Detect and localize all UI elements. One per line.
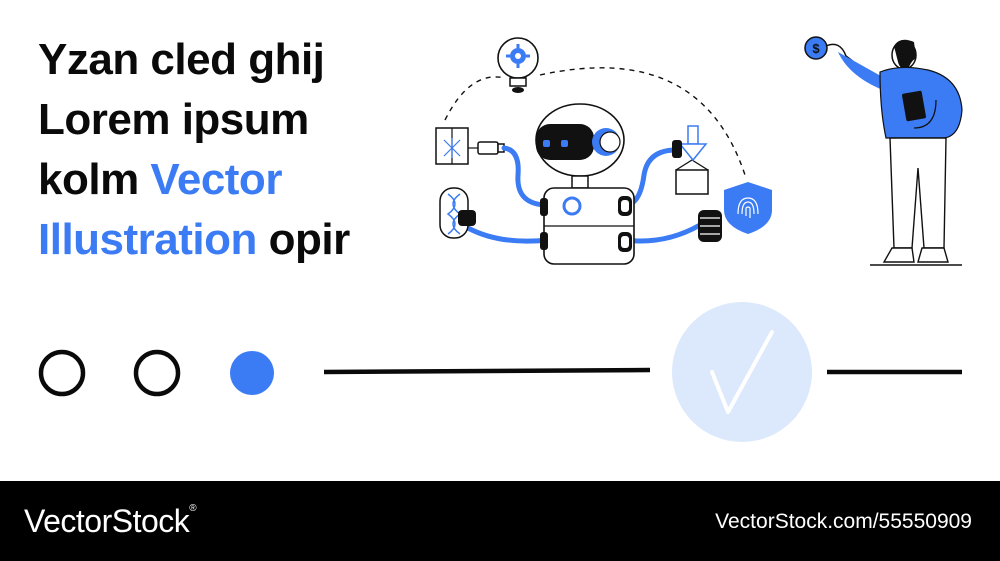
lightbulb-gear-icon (497, 37, 539, 93)
robot-arm-lower-left (465, 225, 551, 244)
coin-symbol: $ (812, 41, 820, 56)
headline-line-3-plain: kolm (38, 155, 151, 204)
headline-line-4: Illustration opir (38, 210, 418, 270)
step-dot-3-active (230, 351, 274, 395)
headline-line-4-plain: opir (256, 215, 351, 264)
robot-arm-upper-left (501, 145, 551, 208)
headline-line-1: Yzan cled ghij (38, 35, 325, 84)
robot-icon (535, 103, 635, 265)
headline: Yzan cled ghij Lorem ipsum kolm Vector I… (38, 30, 418, 270)
robot-hand-right (698, 210, 722, 242)
headline-line-4-accent: Illustration (38, 215, 257, 264)
footer-brand: VectorStock® (24, 503, 197, 540)
checkmark-icon (710, 330, 774, 414)
footer-bar: VectorStock® VectorStock.com/55550909 (0, 481, 1000, 561)
check-circle (672, 302, 812, 442)
headline-line-2: Lorem ipsum (38, 95, 309, 144)
progress-line-left (323, 367, 651, 375)
footer-brand-name: VectorStock (24, 503, 190, 539)
footer-url: VectorStock.com/55550909 (715, 510, 972, 533)
shield-fingerprint-icon (724, 182, 772, 234)
headline-line-3-accent: Vector (150, 155, 282, 204)
dna-test-tube-icon (439, 187, 476, 239)
headline-line-3: kolm Vector (38, 150, 418, 210)
step-dot-1 (38, 349, 86, 397)
robot-illustration: $ (435, 36, 963, 266)
progress-row (38, 302, 962, 442)
coin-dollar-icon (804, 36, 828, 60)
footer-registered-mark: ® (189, 503, 197, 514)
dashed-arc-right (539, 67, 746, 176)
download-box-icon (672, 125, 709, 195)
man-figure: $ (804, 36, 963, 266)
dashed-arc-left (444, 76, 506, 121)
step-dot-2 (133, 349, 181, 397)
laser-panel-icon (435, 127, 505, 165)
